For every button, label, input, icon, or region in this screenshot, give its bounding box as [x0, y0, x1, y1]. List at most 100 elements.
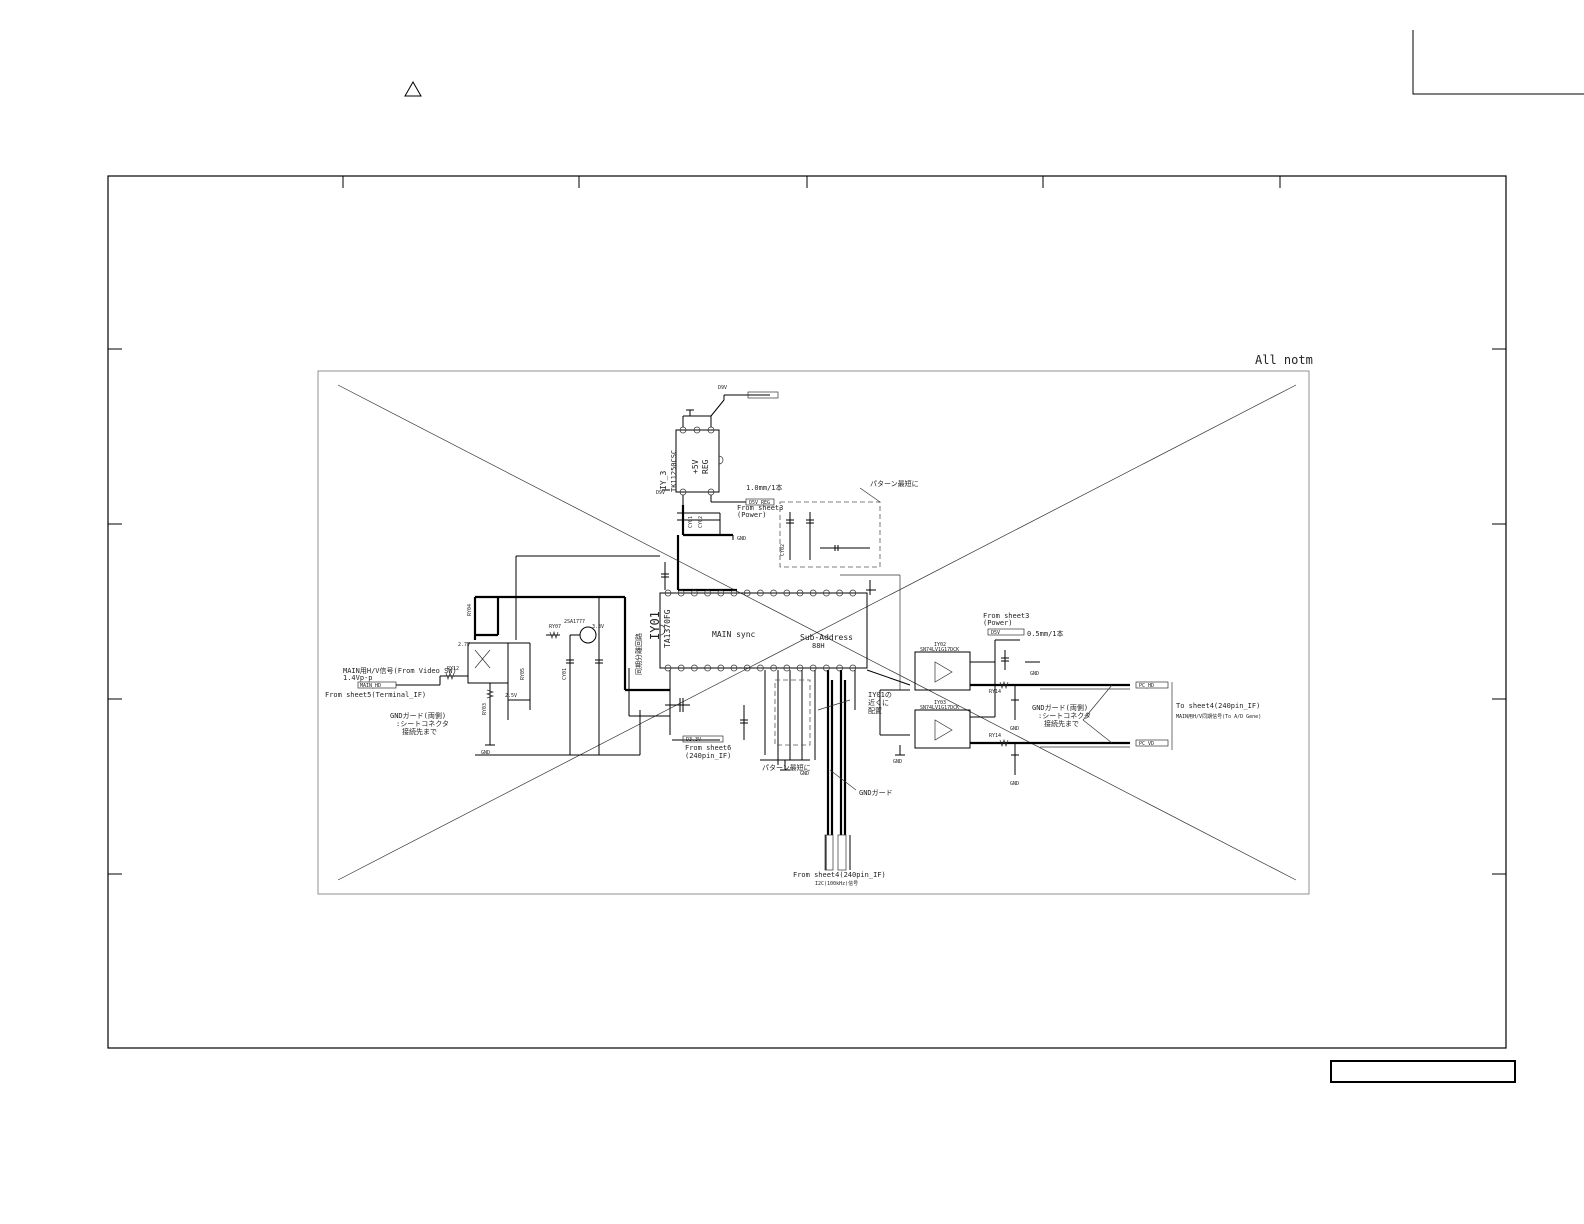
from-sheet4-2: I2C(100kHz)信号 — [815, 880, 858, 887]
cap-label-b: CY02 — [698, 516, 704, 528]
net-d33v: D3.3V — [686, 737, 701, 743]
corner-note: All notm — [1255, 353, 1313, 367]
to-sheet4-note: MAIN用H/V同期信号(To A/D Gene) — [1176, 713, 1261, 720]
net-main-hd: MAIN_HD — [360, 683, 381, 689]
regulator-ic: IY_3 TK11250CSC +5V REG — [659, 426, 724, 496]
main-sync-ic: IY01 TA1370FG MAIN sync Sub-Address 88H — [648, 589, 868, 672]
gnd-guard-bottom: GNDガード — [859, 788, 893, 797]
gnd-guard-right-3: 接続先まで — [1044, 719, 1079, 728]
ic-pin — [770, 589, 777, 597]
gnd-guard-right-2: :シートコネクタ — [1038, 711, 1091, 720]
ic-pin — [849, 589, 857, 597]
from-sheet4-1: From sheet4(240pin_IF) — [793, 871, 886, 879]
from-sheet3-right: From sheet3 — [983, 612, 1029, 620]
ic-pin — [743, 664, 751, 672]
from-sheet3-top: From sheet3 — [737, 504, 783, 512]
iy01-note-2: 近くに — [868, 698, 889, 707]
ic-pin — [704, 664, 711, 672]
ic-pin — [717, 589, 725, 597]
ic-pin — [757, 589, 764, 597]
ic-pin — [836, 664, 843, 672]
iy01-note-3: 配置 — [868, 707, 882, 715]
ic-pin — [836, 589, 843, 597]
r-ry04: RY04 — [467, 604, 473, 616]
from-sheet5: From sheet5(Terminal_IF) — [325, 691, 426, 699]
ic-pin — [796, 589, 804, 597]
main-hv-note: MAIN用H/V信号(From Video SW) — [343, 666, 457, 675]
iy01-note-1: IY01の — [868, 691, 892, 699]
from-sheet6-1: From sheet6 — [685, 744, 731, 752]
q-part: 2SA1777 — [564, 619, 585, 625]
main-ic-left-wiring: D3.3V 同期分離回路 2SA1777 3.3V RY07 CY01 — [473, 555, 724, 756]
main-ic-addr-val: 88H — [812, 642, 825, 650]
gnd-guard-right-1: GNDガード(両側) — [1032, 703, 1088, 712]
ic-pin — [743, 589, 751, 597]
v-2-5: 2.5V — [505, 693, 517, 699]
r-ry14-a: RY14 — [989, 689, 1001, 695]
ic-pin — [783, 664, 791, 672]
to-sheet4: To sheet4(240pin_IF) — [1176, 702, 1260, 710]
warning-triangle-icon — [404, 80, 422, 97]
ic-pin — [823, 664, 830, 672]
r-ry05: RY05 — [520, 668, 526, 680]
reg-part: TK11250CSC — [670, 450, 678, 492]
buffer-ic-iy03: IY03 SN74LV1G17DCK — [914, 700, 971, 749]
main-ic-ref: IY01 — [648, 611, 662, 640]
ic-pin — [849, 664, 857, 672]
net-d9v: D9V — [656, 490, 665, 496]
ic-pin — [691, 664, 698, 672]
buffer-ic-iy02: IY02 SN74LV1G17DCK — [914, 642, 971, 691]
ic-pin — [704, 589, 711, 597]
net-gnd-r1: GND — [1030, 671, 1039, 677]
transistor-icon — [579, 626, 597, 644]
from-sheet6-2: (240pin_IF) — [685, 752, 731, 760]
reg-ref: IY_3 — [659, 471, 668, 490]
gnd-guard-left-3: 接続先まで — [402, 727, 437, 736]
ic-pin — [717, 664, 725, 672]
power-top: (Power) — [737, 511, 767, 519]
pattern-box-top: CY02 — [779, 487, 881, 568]
corner-frame — [1412, 30, 1584, 95]
reg-func-2: REG — [701, 459, 710, 474]
output-wiring: D5V RY14 RY14 GND GND GND PC_HD PC_VD — [970, 628, 1173, 787]
left-input: MAIN_HD RY12 MAIN用H/V信号(From Video SW) 1… — [325, 666, 459, 736]
pattern-bottom: パターン最短に — [762, 763, 811, 772]
ic-pin — [809, 664, 817, 672]
iy03-ref: IY03 — [934, 700, 946, 706]
net-gnd-r3: GND — [1010, 781, 1019, 787]
ic-pin — [677, 664, 685, 672]
power-right: (Power) — [983, 619, 1013, 627]
ic-pin — [677, 589, 685, 597]
iy02-part: SN74LV1G17DCK — [920, 647, 959, 653]
iy03-part: SN74LV1G17DCK — [920, 705, 959, 711]
main-ic-func: MAIN sync — [712, 630, 756, 639]
pattern-top: パターン最短に — [870, 479, 919, 488]
ic-pin — [823, 589, 830, 597]
r-ry07: RY07 — [549, 624, 561, 630]
ic-pin — [664, 589, 672, 597]
cap-label-c: CY02 — [780, 544, 786, 556]
main-ic-right-wiring: GND IY01の 近くに 配置 — [840, 574, 911, 765]
gnd-guard-left-1: GNDガード(両側) — [390, 711, 446, 720]
net-gnd-r2: GND — [1010, 726, 1019, 732]
r-ry14-b: RY14 — [989, 733, 1001, 739]
width-note-top: 1.0mm/1本 — [746, 483, 783, 492]
sync-separator-block: 2.7V 2.5V RY03 RY05 RY04 GND — [440, 604, 531, 756]
title-block — [1330, 1060, 1516, 1083]
v-2-7: 2.7V — [458, 642, 470, 648]
r-ry03: RY03 — [482, 703, 488, 715]
schematic-area — [317, 370, 1310, 895]
iy02-ref: IY02 — [934, 642, 946, 648]
net-pc-hd: PC_HD — [1139, 683, 1154, 689]
ic-pin — [770, 664, 777, 672]
sync-sep-label: 同期分離回路 — [634, 633, 643, 675]
c-cy01-left: CY01 — [562, 668, 568, 680]
ic-pin — [757, 664, 764, 672]
v-3-3: 3.3V — [592, 624, 604, 630]
main-ic-part: TA1370FG — [663, 609, 672, 648]
width-note-right: 0.5mm/1本 — [1027, 629, 1064, 638]
ic-pin — [730, 664, 738, 672]
main-hv-level: 1.4Vp-p — [343, 674, 373, 682]
net-pc-vd: PC_VD — [1139, 741, 1154, 747]
